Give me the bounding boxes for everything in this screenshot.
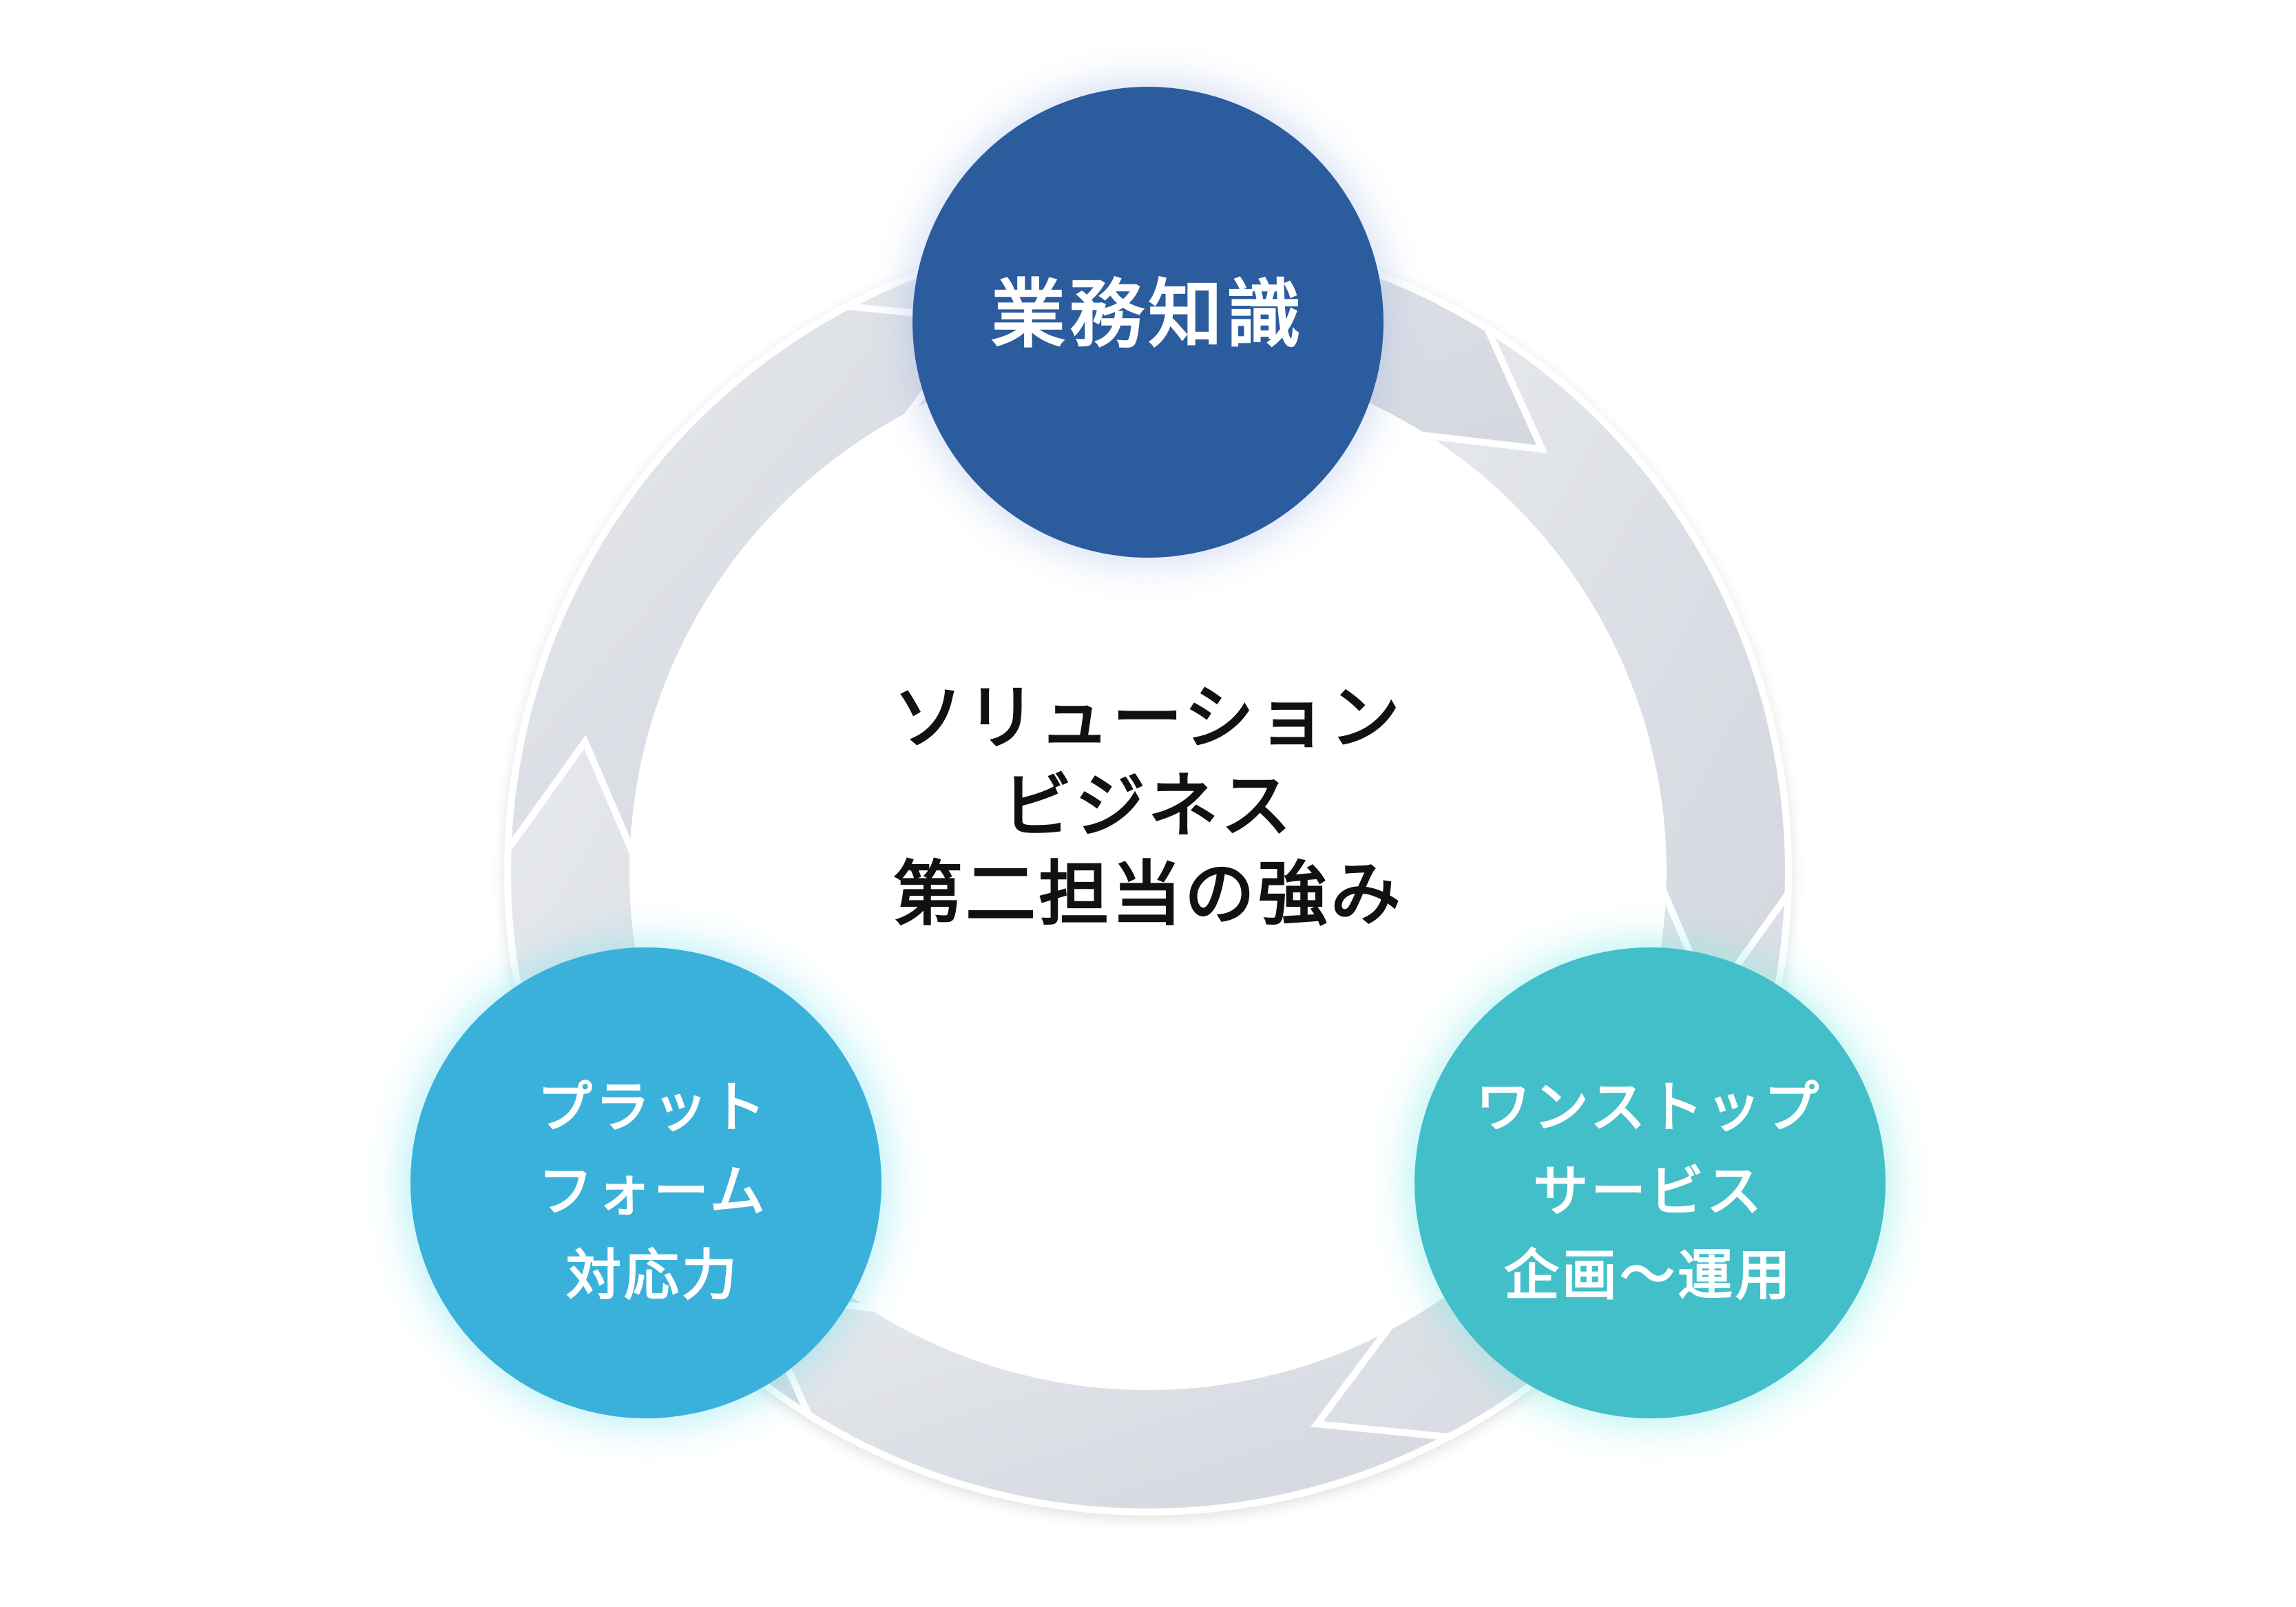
left-node-label: プラット フォーム 対応力 — [416, 1066, 890, 1318]
center-title-line: ソリューション — [893, 678, 1403, 759]
top-node-circle — [912, 87, 1384, 558]
right-node-circle — [1415, 947, 1886, 1418]
center-title-line: ビジネス — [1002, 766, 1294, 848]
center-disc — [633, 357, 1663, 1387]
top-node-label-line: 業務知識 — [990, 272, 1305, 358]
center-title-line: 第二担当の強み — [893, 854, 1403, 936]
right-node-label-line: ワンストップ — [1475, 1075, 1822, 1139]
left-node-label-line: 対応力 — [566, 1243, 740, 1307]
left-node-circle — [410, 947, 881, 1418]
right-node-label-line: 企画〜運用 — [1504, 1243, 1793, 1307]
right-node-label-line: サービス — [1533, 1159, 1764, 1223]
center-title: ソリューション ビジネス 第二担当の強み — [735, 675, 1561, 939]
left-node-label-line: プラット — [537, 1075, 769, 1139]
right-node-label: ワンストップ サービス 企画〜運用 — [1412, 1066, 1886, 1318]
top-node-label: 業務知識 — [911, 267, 1385, 364]
left-node-label-line: フォーム — [538, 1159, 768, 1223]
